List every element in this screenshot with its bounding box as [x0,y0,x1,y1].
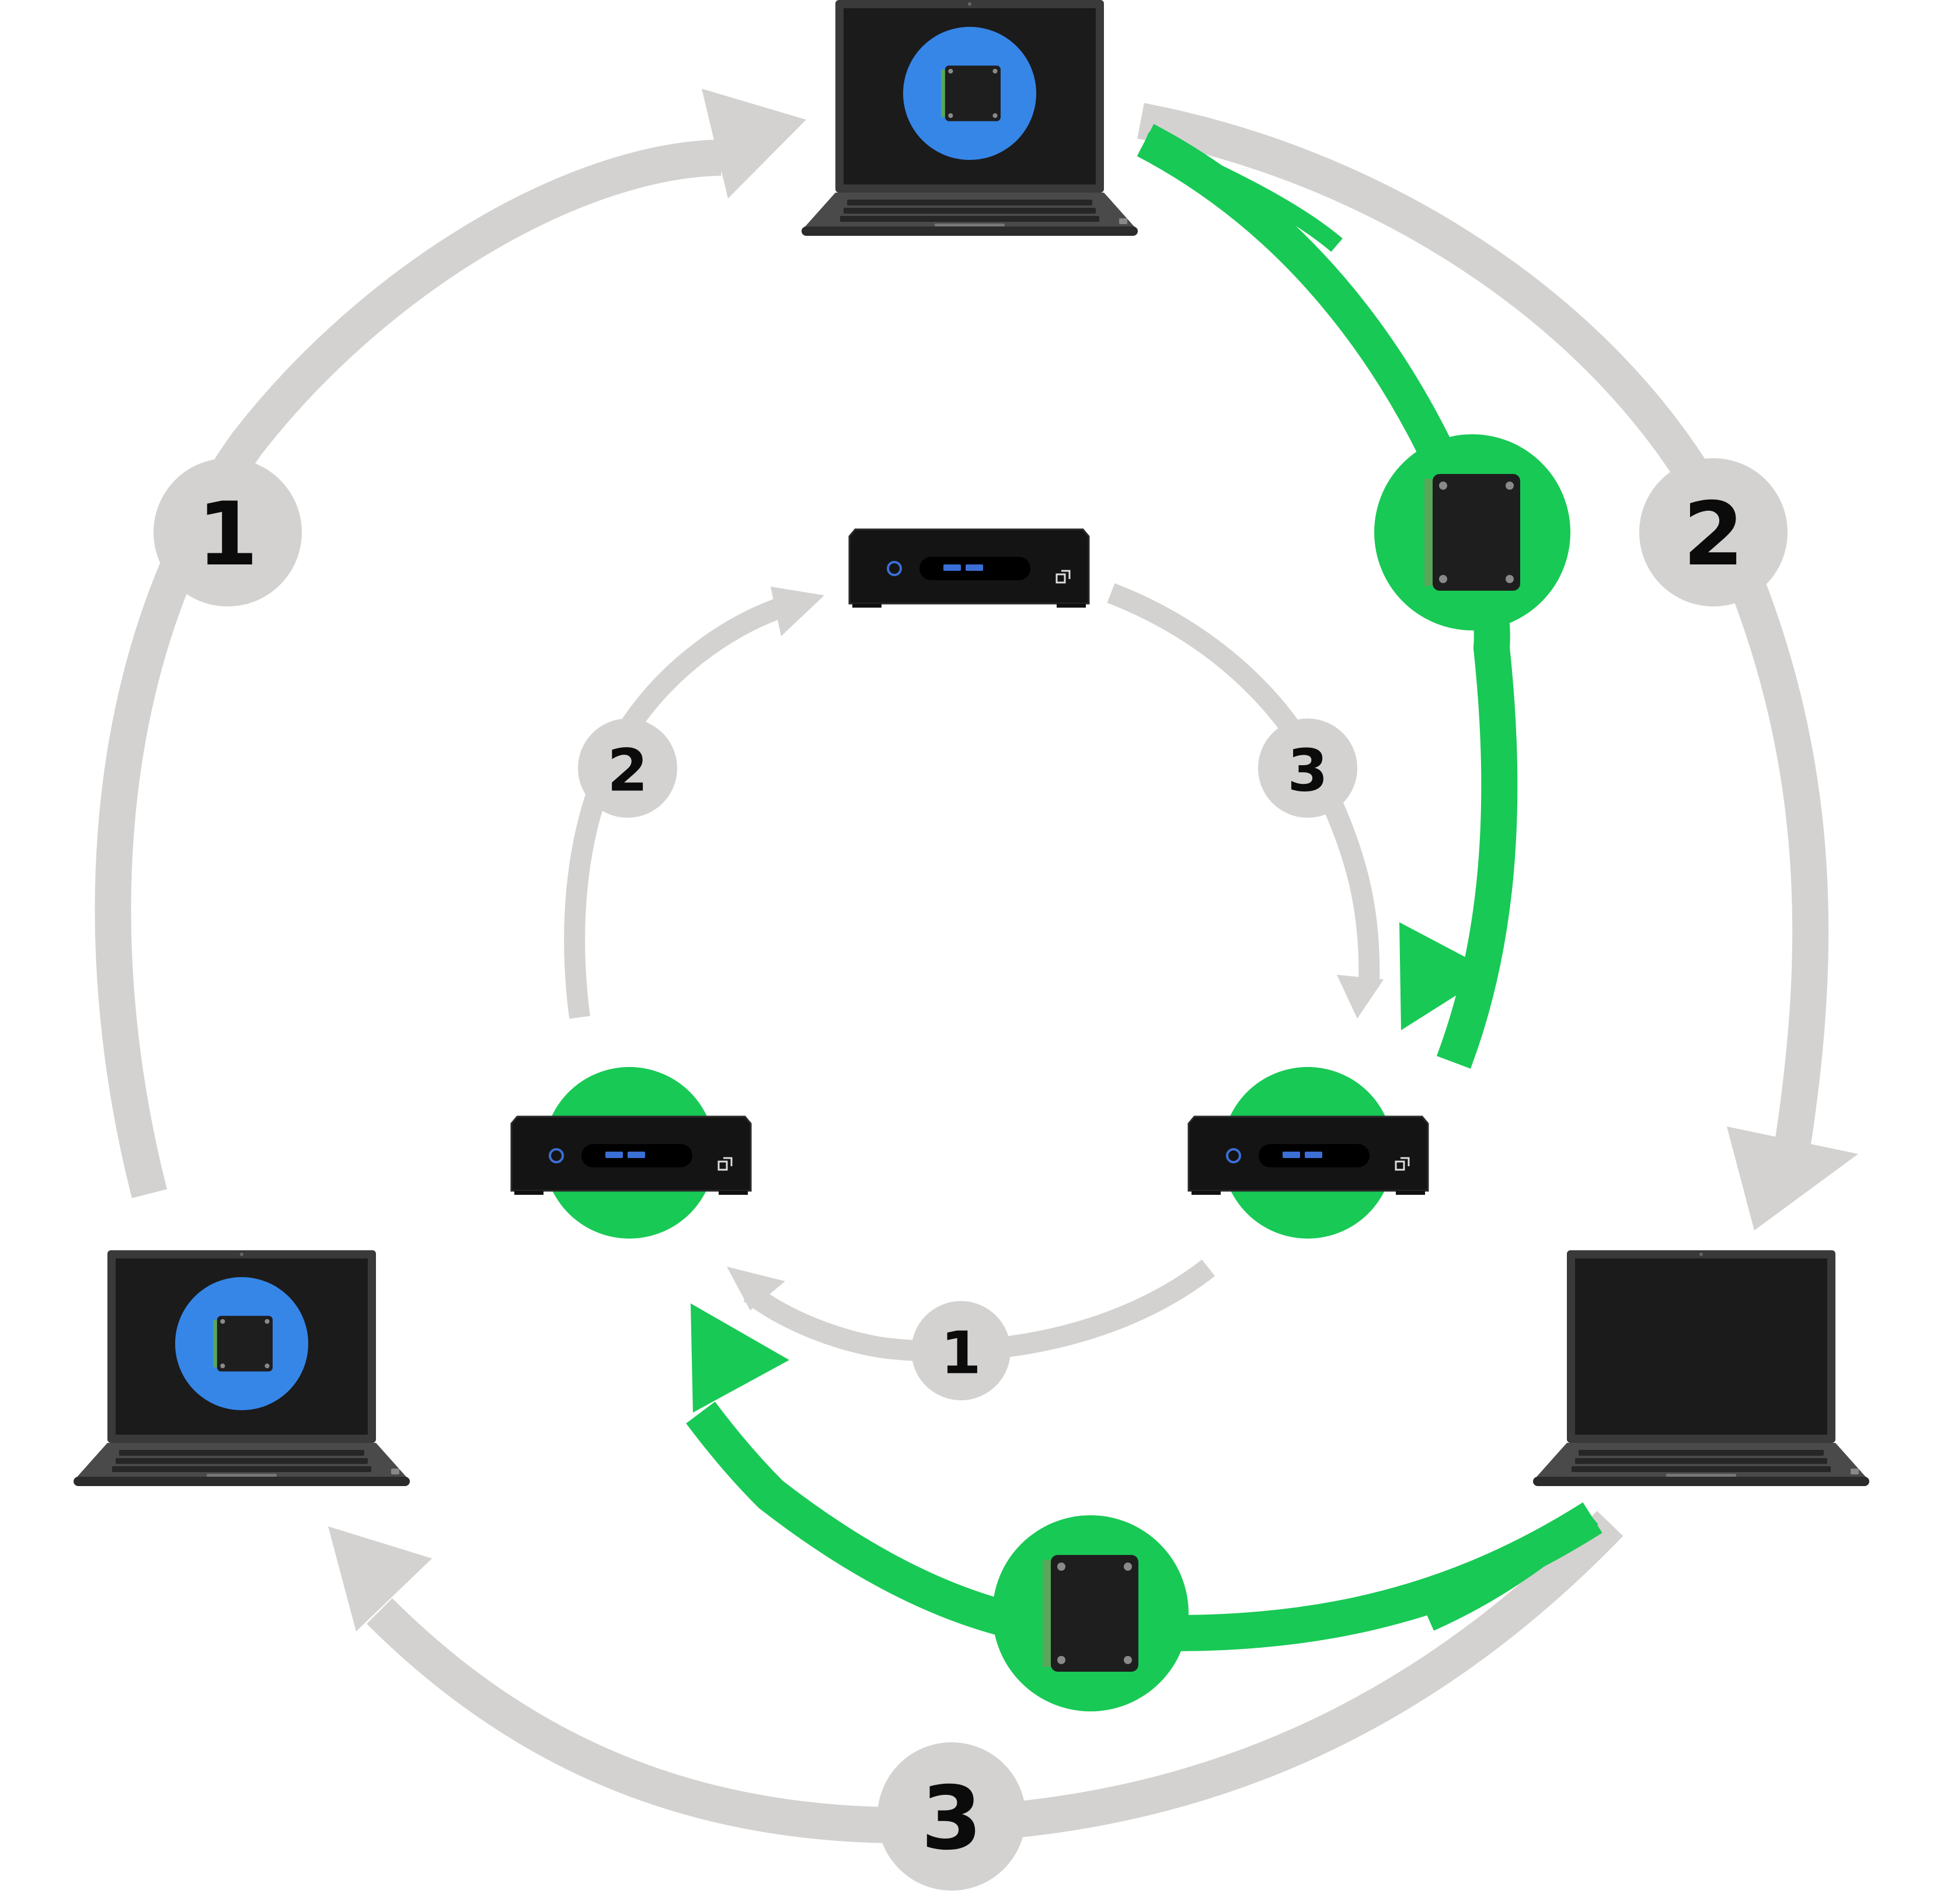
ssd-drive-icon [1424,474,1520,591]
inner-step-badge-1: 1 [911,1301,1011,1400]
outer-step-badge-2: 2 [1639,458,1788,606]
ssd-badge-bottom [992,1515,1189,1711]
svg-text:1: 1 [197,484,258,585]
svg-text:1: 1 [940,1319,981,1387]
mini-pc-icon [510,1115,752,1196]
green-arrow-tail-bottom [1426,1511,1598,1631]
svg-text:2: 2 [1683,484,1744,585]
ssd-drive-icon [1043,1555,1138,1672]
mini-pc-icon [848,528,1090,609]
outer-step-badge-1: 1 [154,458,302,606]
screen-logo-icon [903,27,1036,160]
laptop-icon [802,0,1138,236]
green-arrow-tail-top [1142,132,1343,252]
outer-step-badge-3: 3 [877,1742,1026,1891]
inner-step-badge-3: 3 [1258,719,1357,818]
laptop-icon [74,1250,410,1486]
screen-logo-icon [175,1277,308,1410]
svg-text:3: 3 [1287,737,1328,805]
ssd-badge-right [1374,434,1570,630]
inner-arrow-3 [1107,583,1384,1019]
laptop-icon [1533,1250,1869,1486]
svg-text:3: 3 [921,1768,982,1870]
inner-step-badge-2: 2 [578,719,677,818]
mini-pc-icon [1187,1115,1429,1196]
svg-text:2: 2 [607,737,648,805]
